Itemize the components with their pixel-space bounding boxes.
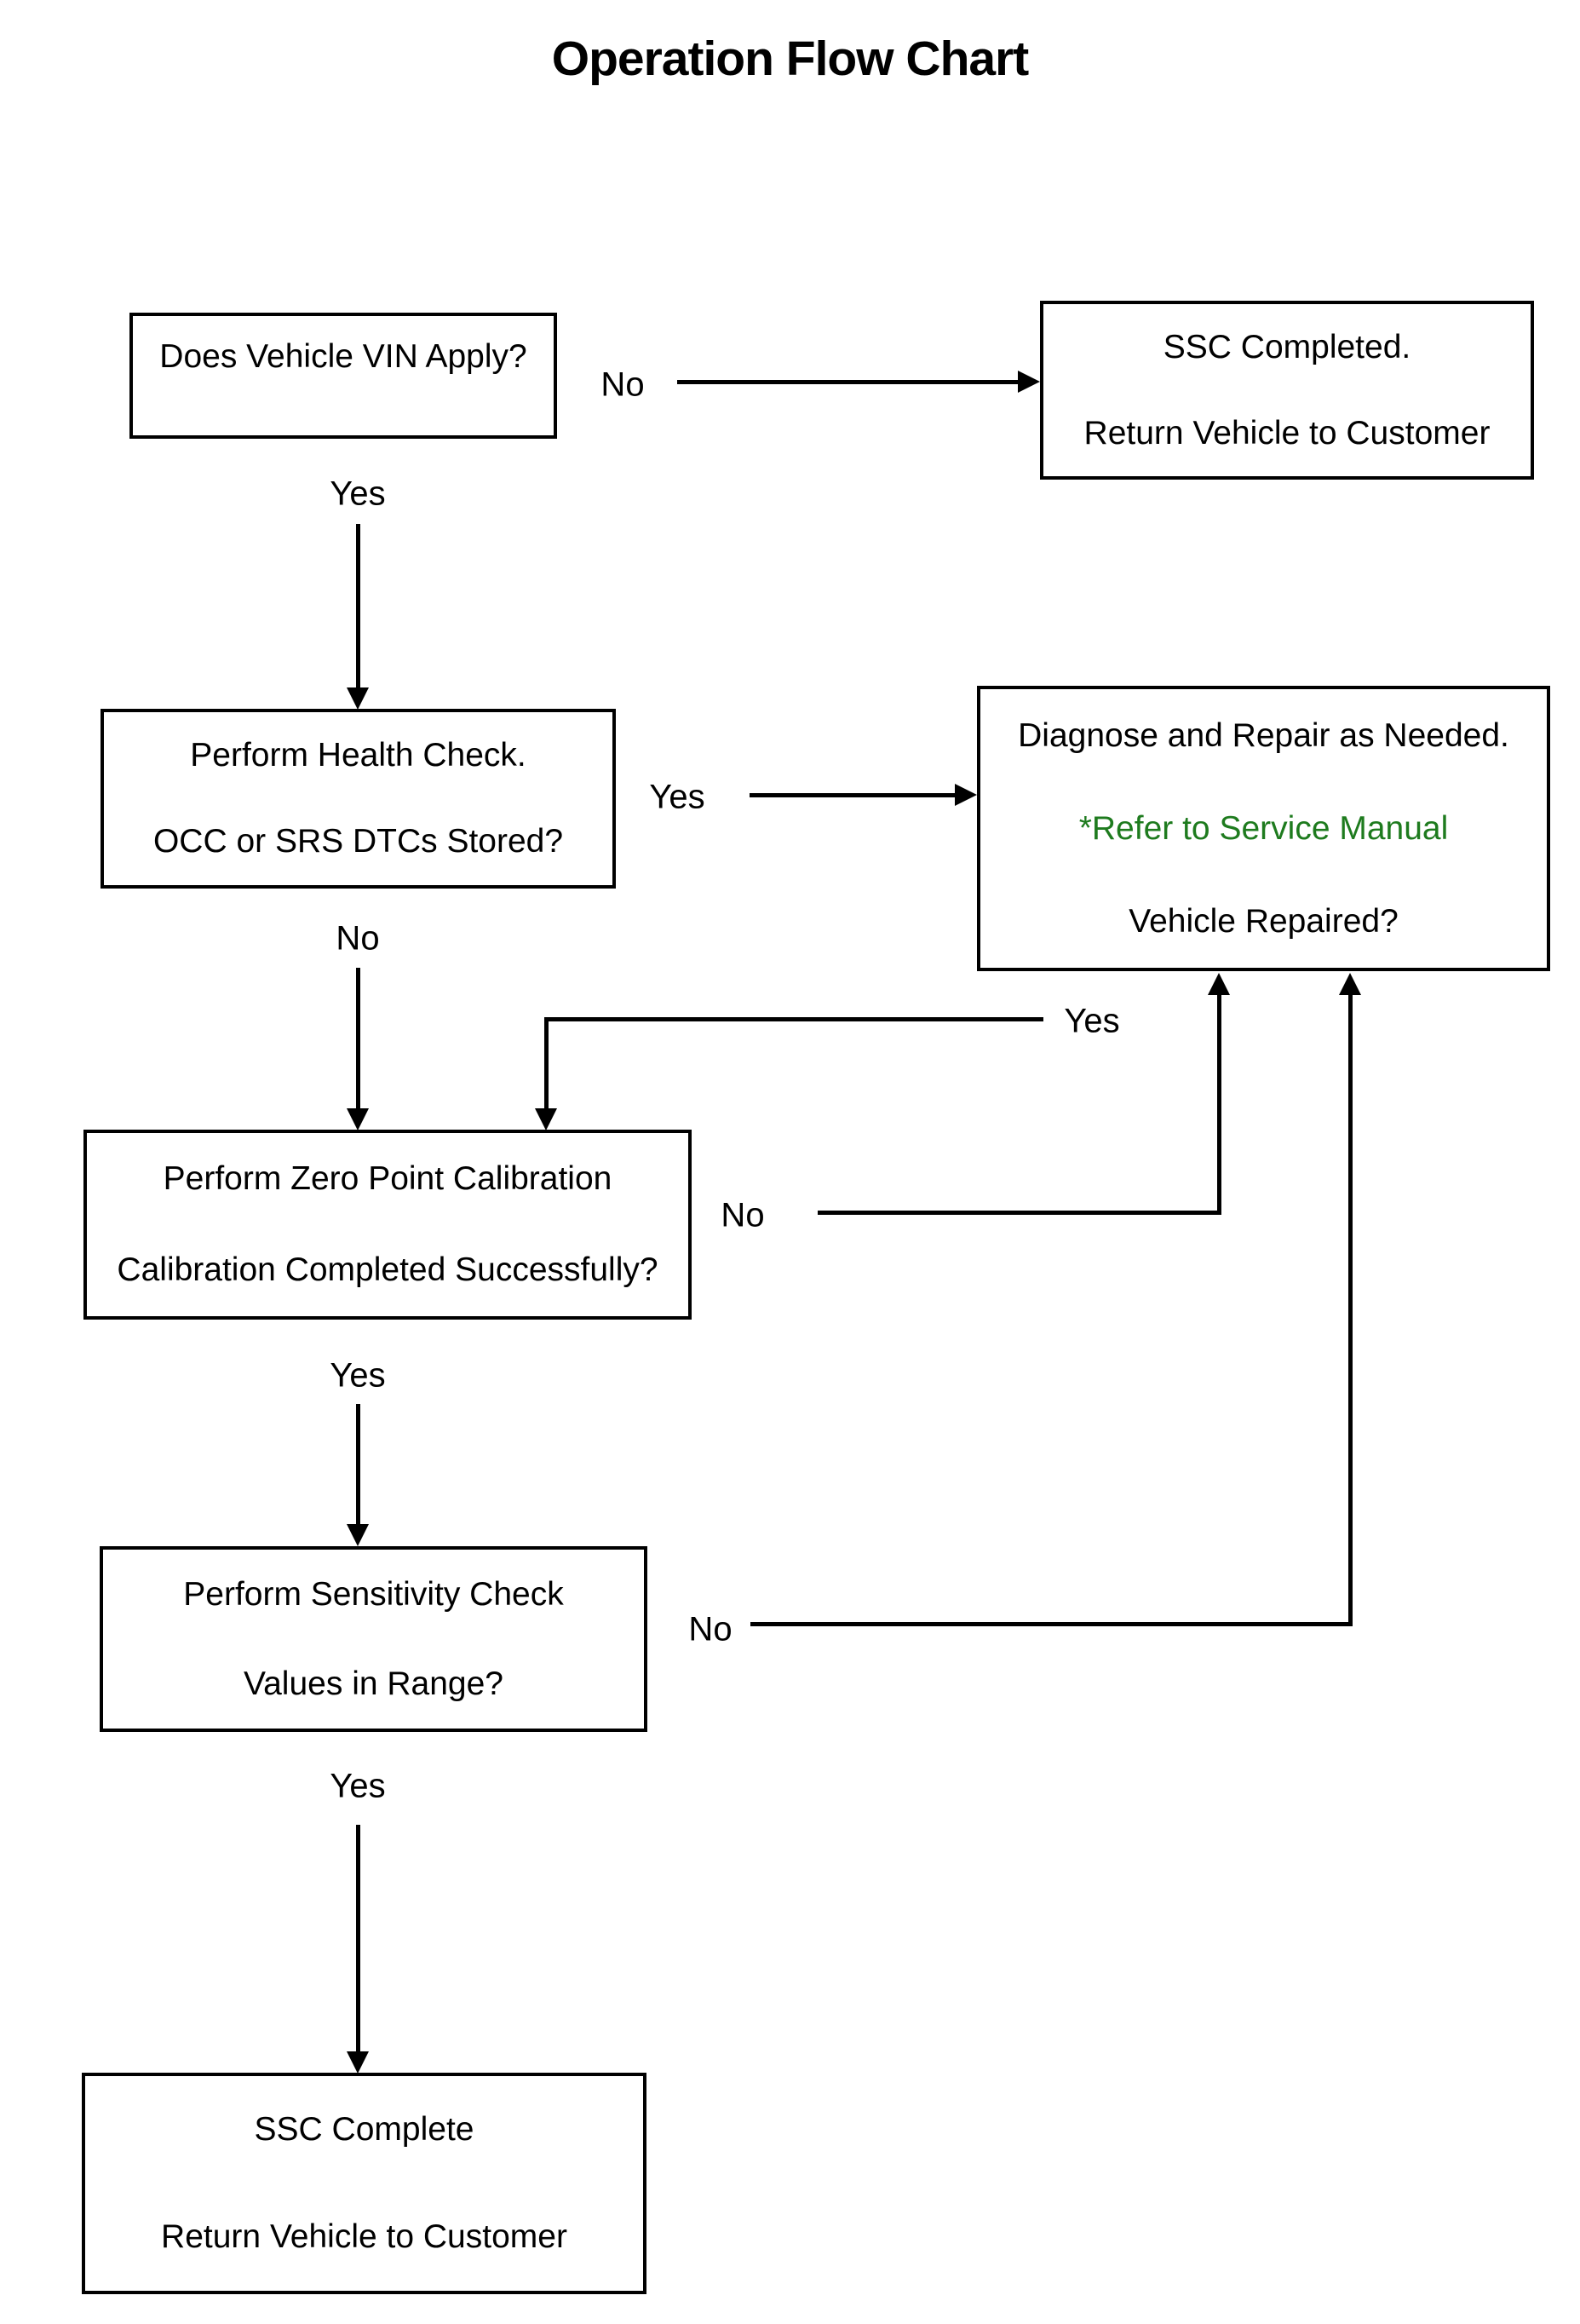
- flow-box-line: Values in Range?: [244, 1665, 503, 1702]
- flow-box-line: Perform Health Check.: [190, 736, 526, 774]
- connector-sensitivity-yes: [356, 1825, 360, 2051]
- flow-box-line: SSC Completed.: [1163, 328, 1411, 365]
- arrowhead-down-icon: [347, 2051, 369, 2074]
- flow-box-line: Return Vehicle to Customer: [161, 2218, 567, 2255]
- flow-box-line: Calibration Completed Successfully?: [117, 1251, 658, 1289]
- edge-label-sensitivity-no: No: [688, 1610, 733, 1648]
- connector-calibration-no-horizontal: [818, 1211, 1219, 1215]
- connector-calibration-yes: [356, 1404, 360, 1524]
- flow-box-line: Perform Sensitivity Check: [183, 1575, 564, 1613]
- flow-box-line: Perform Zero Point Calibration: [163, 1159, 612, 1197]
- edge-label-repaired-yes: Yes: [1064, 1002, 1120, 1040]
- edge-label-calibration-no: No: [721, 1196, 765, 1234]
- connector-vin-no: [677, 380, 1018, 384]
- arrowhead-up-icon: [1208, 973, 1230, 995]
- edge-label-health-no: No: [336, 919, 380, 958]
- arrowhead-up-icon: [1339, 973, 1361, 995]
- flow-box-line: Diagnose and Repair as Needed.: [1018, 716, 1509, 754]
- flow-box-ssc-complete: SSC Complete Return Vehicle to Customer: [82, 2073, 646, 2294]
- connector-sensitivity-no-vertical: [1348, 995, 1353, 1626]
- flow-box-line: OCC or SRS DTCs Stored?: [152, 823, 564, 860]
- connector-repaired-yes-horizontal: [546, 1017, 1043, 1021]
- connector-vin-yes: [356, 524, 360, 687]
- connector-health-yes: [750, 793, 955, 797]
- arrowhead-down-icon: [535, 1108, 557, 1130]
- flow-box-line: Does Vehicle VIN Apply?: [159, 338, 527, 375]
- flow-box-ssc-completed: SSC Completed. Return Vehicle to Custome…: [1040, 301, 1534, 480]
- arrowhead-right-icon: [955, 784, 977, 806]
- flow-box-line: Vehicle Repaired?: [1129, 902, 1399, 940]
- edge-label-vin-yes: Yes: [330, 475, 386, 513]
- flow-box-line: Return Vehicle to Customer: [1083, 414, 1491, 452]
- flow-box-vin-check: Does Vehicle VIN Apply?: [129, 313, 557, 439]
- connector-repaired-yes-vertical: [544, 1017, 549, 1108]
- arrowhead-down-icon: [347, 1524, 369, 1546]
- edge-label-calibration-yes: Yes: [330, 1356, 386, 1395]
- flow-box-zero-point-calibration: Perform Zero Point Calibration Calibrati…: [83, 1130, 692, 1320]
- edge-label-health-yes: Yes: [649, 778, 705, 816]
- connector-health-no: [356, 968, 360, 1108]
- arrowhead-down-icon: [347, 687, 369, 710]
- arrowhead-right-icon: [1018, 371, 1040, 393]
- connector-calibration-no-vertical: [1217, 995, 1221, 1215]
- flow-box-line-service-manual-note: *Refer to Service Manual: [1078, 809, 1449, 847]
- flow-box-sensitivity-check: Perform Sensitivity Check Values in Rang…: [100, 1546, 647, 1732]
- flow-box-line: SSC Complete: [254, 2111, 474, 2148]
- edge-label-vin-no: No: [600, 365, 645, 404]
- flow-box-health-check: Perform Health Check. OCC or SRS DTCs St…: [101, 709, 616, 889]
- connector-sensitivity-no-horizontal: [750, 1622, 1350, 1626]
- page-title: Operation Flow Chart: [551, 32, 1030, 86]
- flow-box-diagnose-repair: Diagnose and Repair as Needed. *Refer to…: [977, 686, 1550, 971]
- edge-label-sensitivity-yes: Yes: [330, 1767, 386, 1805]
- arrowhead-down-icon: [347, 1108, 369, 1130]
